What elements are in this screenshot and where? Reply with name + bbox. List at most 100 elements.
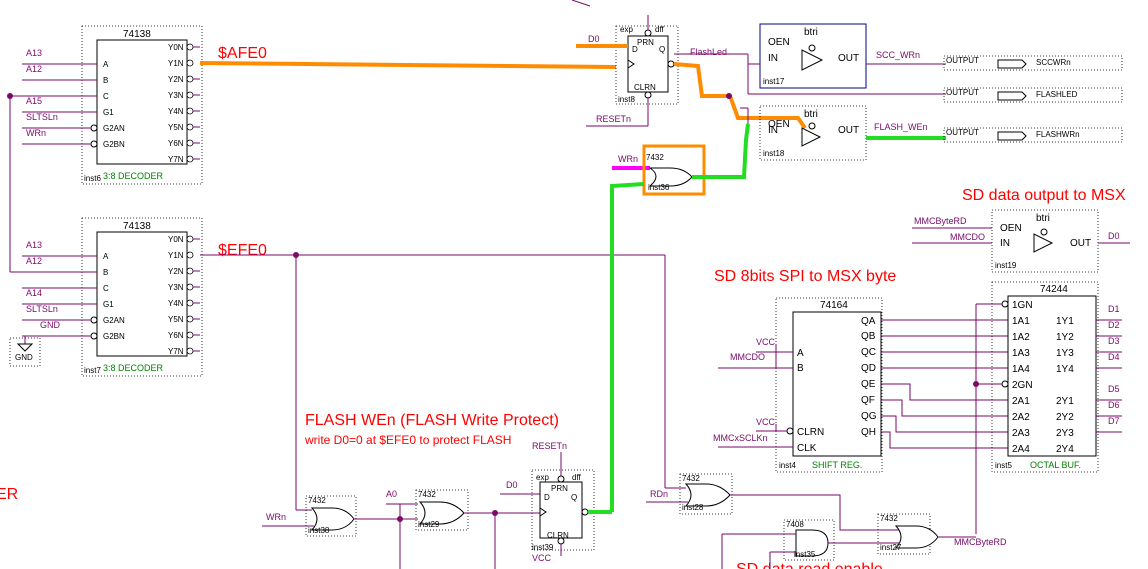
shift-sig-vcc2: VCC <box>756 417 776 427</box>
annotation-flash-title: FLASH WEn (FLASH Write Protect) <box>305 412 559 429</box>
dff2-clrn: CLRN <box>547 531 569 540</box>
buf-out-2y1: 2Y1 <box>1056 396 1074 407</box>
shift-out-qf: QF <box>861 395 875 406</box>
decoder2-sig-a13: A13 <box>26 240 42 250</box>
shift-out-qh: QH <box>861 427 876 438</box>
decoder1-out-y6: Y6N <box>168 139 184 148</box>
btri-inst17[interactable]: btri OEN IN OUT inst17 <box>759 23 867 89</box>
afe0-highlight-wire <box>199 61 617 69</box>
dff2-q: Q <box>571 493 577 502</box>
decoder1-out-y3: Y3N <box>168 91 184 100</box>
buf-data-d4: D4 <box>1108 352 1120 362</box>
junction-dot <box>7 93 13 99</box>
or28-type: 7432 <box>682 474 700 483</box>
decoder1-out-y1: Y1N <box>168 59 184 68</box>
shift-sig-vcc1: VCC <box>756 337 776 347</box>
decoder1-sig-sltsln: SLTSLn <box>26 112 58 122</box>
shift-out-qc: QC <box>861 347 876 358</box>
btri1-net: SCC_WRn <box>876 50 920 60</box>
decoder1-out-y7: Y7N <box>168 155 184 164</box>
buf-data-d7: D7 <box>1108 416 1120 426</box>
dff2-prn: PRN <box>551 484 568 493</box>
annotation-sd-spi: SD 8bits SPI to MSX byte <box>714 268 896 285</box>
or-gate-inst36[interactable]: WRn 7432 inst36 <box>612 144 706 196</box>
decoder-74138-inst6[interactable]: 74138 A B C G1 G2AN G2BN Y0N Y1N Y2N Y3N… <box>22 25 203 185</box>
or-gate-inst27[interactable]: 7432 inst27 <box>877 513 939 555</box>
decoder2-sig-a14: A14 <box>26 288 42 298</box>
output-flashled: OUTPUT FLASHLED <box>943 87 1123 103</box>
btri2-net: FLASH_WEn <box>874 122 928 132</box>
dff1-dff: dff <box>655 25 665 34</box>
and-gate-inst35[interactable]: 7408 inst35 <box>783 519 835 561</box>
decoder1-out-y5: Y5N <box>168 123 184 132</box>
btri1-title: btri <box>804 27 818 38</box>
buf-in-2a3: 2A3 <box>1012 428 1030 439</box>
or29-inst: inst29 <box>418 520 440 529</box>
buf-in-2a1: 2A1 <box>1012 396 1030 407</box>
octal-buffer-74244-inst5[interactable]: 74244 1GN 1A1 1A2 1A3 1A4 2GN 2A1 2A2 2A… <box>991 281 1099 473</box>
buf-out-1y1: 1Y1 <box>1056 316 1074 327</box>
decoder1-out-y4: Y4N <box>168 107 184 116</box>
decoder1-in-g2an: G2AN <box>103 124 125 133</box>
dff-inst8[interactable]: exp dff PRN D Q CLRN inst8 <box>615 25 679 105</box>
net-afe0-label: $AFE0 <box>218 45 267 62</box>
decoder1-inst: inst6 <box>84 174 101 183</box>
btri-inst19[interactable]: btri OEN IN OUT inst19 <box>991 209 1099 273</box>
buf-in-1gn: 1GN <box>1012 300 1033 311</box>
buf-data-d3: D3 <box>1108 336 1120 346</box>
decoder1-sig-a15: A15 <box>26 96 42 106</box>
buf-data-d1: D1 <box>1108 304 1120 314</box>
output3-name: FLASHWRn <box>1036 130 1080 139</box>
buf-in-1a4: 1A4 <box>1012 364 1030 375</box>
or29-input: A0 <box>386 489 397 499</box>
or27-output: MMCByteRD <box>954 537 1007 547</box>
decoder2-in-g1: G1 <box>103 300 114 309</box>
decoder2-out-y6: Y6N <box>168 331 184 340</box>
shift-inst: inst4 <box>779 461 796 470</box>
buf-in-1a3: 1A3 <box>1012 348 1030 359</box>
decoder-74138-inst7[interactable]: 74138 A B C G1 G2AN G2BN Y0N Y1N Y2N Y3N… <box>22 217 203 377</box>
btri-inst18[interactable]: btri OEN IN OUT inst18 <box>759 105 867 161</box>
btri2-inst: inst18 <box>763 149 785 158</box>
or-gate-inst28[interactable]: 7432 inst28 <box>679 473 733 515</box>
or38-inst: inst38 <box>308 526 330 535</box>
decoder2-out-y5: Y5N <box>168 315 184 324</box>
dff2-dff: dff <box>572 473 582 482</box>
decoder1-in-g1: G1 <box>103 108 114 117</box>
or27-inst: inst27 <box>880 543 902 552</box>
btri2-oen: OEN <box>768 119 790 130</box>
btri3-oen: OEN <box>1000 223 1022 234</box>
decoder2-in-g2bn: G2BN <box>103 332 125 341</box>
shift-desc: SHIFT REG. <box>812 460 862 470</box>
btri2-title: btri <box>804 109 818 120</box>
decoder1-sig-a12: A12 <box>26 64 42 74</box>
or27-type: 7432 <box>880 514 898 523</box>
buf-out-1y4: 1Y4 <box>1056 364 1074 375</box>
dff1-reset-label: RESETn <box>596 114 631 124</box>
buf-out-2y2: 2Y2 <box>1056 412 1074 423</box>
output2-tag: OUTPUT <box>946 88 979 97</box>
btri2-in: IN <box>768 125 778 136</box>
annotation-sd-out: SD data output to MSX <box>962 187 1126 204</box>
decoder2-out-y2: Y2N <box>168 267 184 276</box>
and35-inst: inst35 <box>794 550 816 559</box>
net-efe0-label: $EFE0 <box>218 242 267 259</box>
shift-register-74164-inst4[interactable]: 74164 A B CLRN CLK QA QB QC QD QE QF QG … <box>775 297 883 473</box>
dff-inst39[interactable]: exp dff PRN D Q CLRN inst39 <box>531 469 595 552</box>
decoder2-out-y0: Y0N <box>168 235 184 244</box>
gnd-symbol: GND <box>9 336 41 367</box>
btri1-out: OUT <box>838 53 859 64</box>
dff1-clrn: CLRN <box>634 83 656 92</box>
decoder1-in-g2bn: G2BN <box>103 140 125 149</box>
decoder1-out-y2: Y2N <box>168 75 184 84</box>
or-gate-inst29[interactable]: 7432 inst29 <box>415 489 469 531</box>
or29-type: 7432 <box>418 490 436 499</box>
shift-sig-sclk: MMCxSCLKn <box>713 433 768 443</box>
annotation-sd-read: SD data read enable <box>736 561 883 569</box>
decoder2-in-b: B <box>103 268 108 277</box>
buf-in-2gn: 2GN <box>1012 380 1033 391</box>
btri3-out-sig: D0 <box>1108 231 1120 241</box>
or-gate-inst38[interactable]: 7432 inst38 <box>305 495 357 537</box>
or38-type: 7432 <box>308 496 326 505</box>
